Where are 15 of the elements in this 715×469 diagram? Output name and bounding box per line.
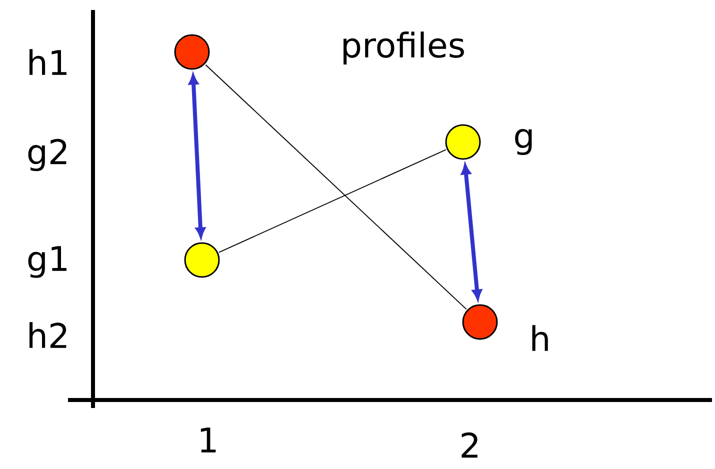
connecting-line: [218, 149, 446, 253]
axis-tick-label: h1: [30, 49, 66, 75]
circle-marker: [445, 124, 481, 160]
axis-tick-label: g2: [28, 138, 66, 172]
circle-marker: [174, 34, 210, 70]
circle-marker: [462, 304, 498, 340]
axis-tick-label: g1: [28, 246, 66, 278]
plot-title: profiles: [344, 32, 464, 64]
point-label: g: [515, 128, 532, 156]
connecting-line: [205, 64, 467, 310]
axis-tick-label: h2: [30, 322, 66, 348]
point-label: h: [532, 325, 548, 351]
axis-tick-label: 2: [462, 432, 478, 458]
circle-marker: [184, 242, 220, 278]
axis-tick-label: 1: [200, 428, 216, 452]
